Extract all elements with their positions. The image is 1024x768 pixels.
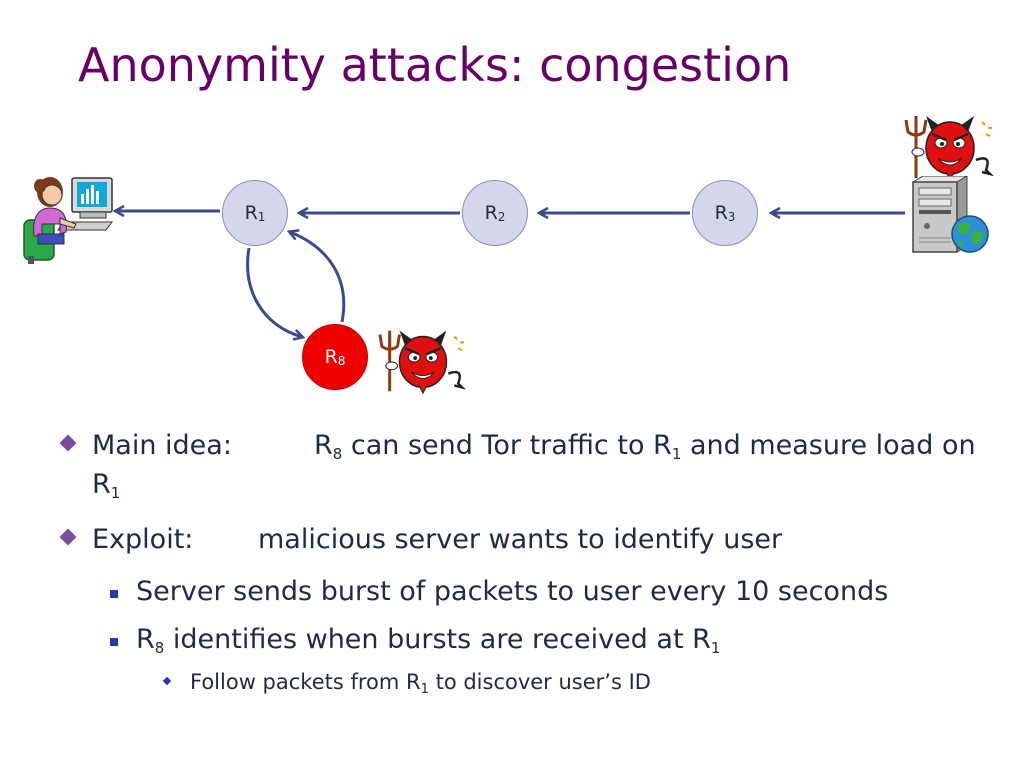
follow-packets-r1-sub: 1 [420,682,429,697]
main-idea-r1b-sub: 1 [110,484,121,502]
follow-packets-text-2: to discover user’s ID [428,670,651,694]
r8-identifies-r-sub: 8 [154,639,165,657]
bullet-list: Main idea:R8 can send Tor traffic to R1 … [58,428,998,701]
main-idea-r1-sub: 1 [671,445,682,463]
router-r3-sub: 3 [727,210,736,224]
arrow-r8-to-r1 [290,232,346,323]
r8-identifies-text: identifies when bursts are received at R [164,624,711,655]
globe-icon [951,215,989,253]
follow-packets-text-1: Follow packets from R [190,670,421,694]
bullet-main-idea: Main idea:R8 can send Tor traffic to R1 … [58,428,998,506]
square-bullet-icon [110,638,118,646]
sub-bullet-server-burst: Server sends burst of packets to user ev… [58,574,998,610]
diamond-bullet-icon [59,434,77,452]
bullet-exploit: Exploit: malicious server wants to identi… [58,522,998,558]
devil-icon [378,330,466,395]
small-diamond-bullet-icon [162,676,172,686]
sub-bullet-r8-identifies: R8 identifies when bursts are received a… [58,622,998,661]
router-r1-label: R [244,202,258,224]
exploit-label: Exploit: [92,524,194,555]
r8-identifies-r: R [136,624,155,655]
server-burst-text: Server sends burst of packets to user ev… [136,576,889,607]
router-r3-label: R [714,202,728,224]
r8-identifies-r1-sub: 1 [710,639,721,657]
router-r8-sub: 8 [337,354,346,368]
slide-title: Anonymity attacks: congestion [78,38,792,92]
square-bullet-icon [110,590,118,598]
diagram-connectors [0,0,905,400]
router-r2-sub: 2 [497,210,506,224]
router-r8-label: R [324,346,338,368]
main-idea-label: Main idea: [92,430,232,461]
main-idea-text-1: can send Tor traffic to R [342,430,672,461]
router-r2-label: R [484,202,498,224]
arrow-r1-to-r8 [246,247,302,337]
diamond-bullet-icon [59,528,77,546]
exploit-text: malicious server wants to identify user [258,524,783,555]
main-idea-r-sub: 8 [332,445,343,463]
main-idea-text-2: and measure load on R [92,430,976,500]
user-at-computer-icon [23,177,113,264]
sub-sub-bullet-follow-packets: Follow packets from R1 to discover user’… [58,667,998,701]
main-idea-r: R [314,430,333,461]
router-r1-sub: 1 [257,210,266,224]
devil-icon [904,116,994,182]
